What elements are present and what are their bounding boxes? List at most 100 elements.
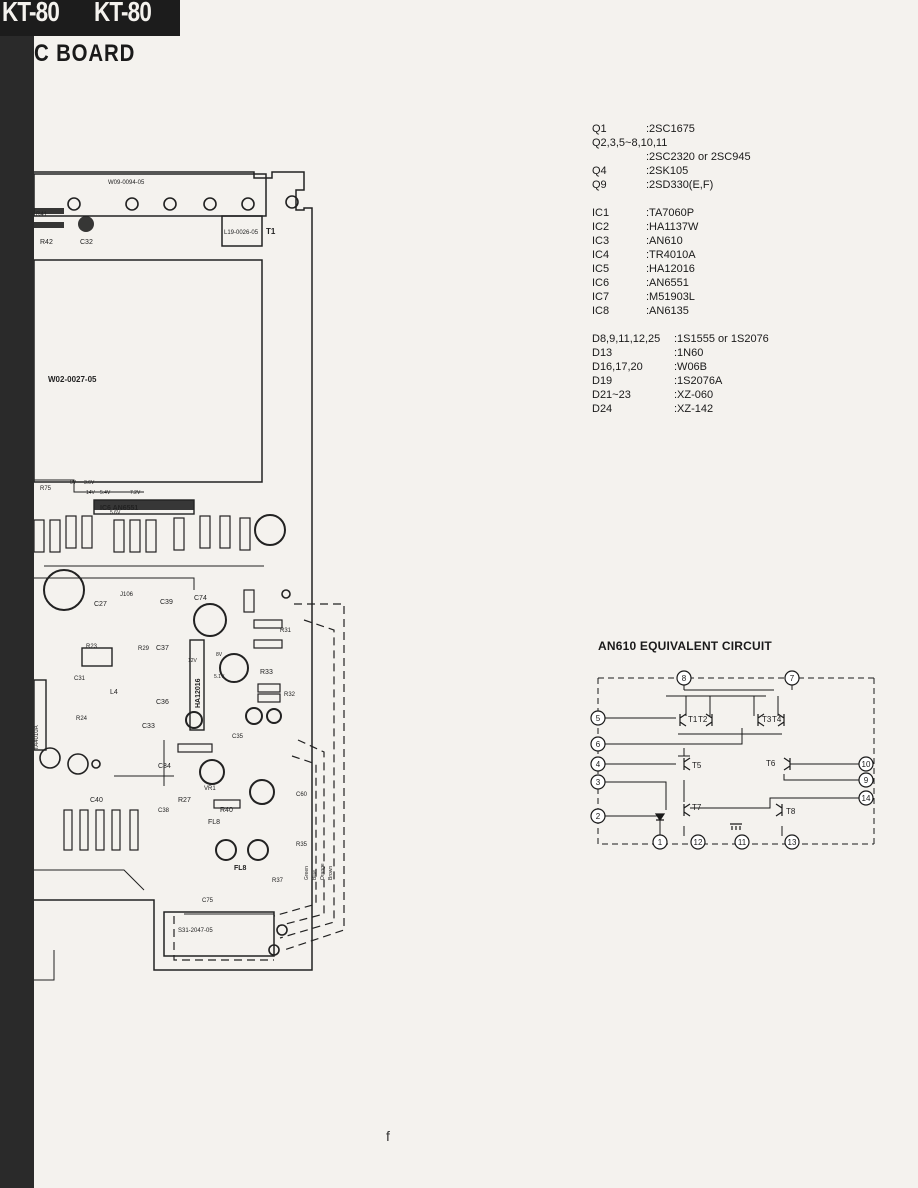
label-c60: C60 [296,792,308,798]
pin-circle [690,834,706,850]
part-value: :2SC1675 [646,123,695,135]
header-bar: KT-80 KT-80 [0,0,180,36]
label-l4: L4 [110,689,118,696]
part-reference: Q9 [592,179,607,191]
board-code-top: W09-0094-05 [108,180,145,186]
voltage-0v: 0V [70,480,77,486]
part-reference: IC6 [592,277,610,289]
part-value: :XZ-142 [674,403,714,415]
part-reference: D21~23 [592,389,631,401]
part-reference: D16,17,20 [592,361,643,373]
label-r23: R23 [86,644,98,650]
pin-number: 1 [658,838,663,847]
pin-circle [652,834,668,850]
equivalent-circuit-title: AN610 EQUIVALENT CIRCUIT [598,639,772,653]
label-r24: R24 [76,716,88,722]
transistor-label: T2 [698,715,708,724]
part-value: :AN6551 [646,277,689,289]
part-reference: Q4 [592,165,607,177]
part-reference: IC2 [592,221,610,233]
wire-blue: Blue [312,870,318,880]
wire-brown: Brown [328,866,334,880]
wire-orange: Orange [320,863,326,880]
pin-number: 13 [788,838,797,847]
part-reference: IC8 [592,305,610,317]
label-c39: C39 [160,599,173,606]
part-value: :AN610 [646,235,683,247]
part-value: :HA12016 [646,263,695,275]
pin-circle [784,670,800,686]
label-c38: C38 [158,808,170,814]
part-value: :XZ-060 [674,389,714,401]
part-value: :2SC2320 or 2SC945 [646,151,751,163]
part-reference: IC4 [592,249,610,261]
part-reference: Q1 [592,123,607,135]
transistor-label: T7 [692,803,702,812]
pin-number: 3 [596,778,601,787]
pin-circle [858,790,874,806]
transistor-label: T4 [772,715,782,724]
voltage-14v: 14V [86,490,96,496]
label-c36: C36 [156,699,169,706]
label-c32: C32 [80,239,93,246]
part-reference: D8,9,11,12,25 [592,333,661,345]
voltage-12v: 12V [188,658,198,664]
part-reference: IC1 [592,207,610,219]
label-vr1: VR1 [204,786,216,792]
pin-circle [858,772,874,788]
part-reference: IC7 [592,291,610,303]
label-fl8: FL8 [208,819,220,826]
pin-circle [590,774,606,790]
label-c40: C40 [90,797,103,804]
pin-number: 9 [864,776,869,785]
label-r35: R35 [296,842,308,848]
part-reference: D24 [592,403,613,415]
pin-circle [590,808,606,824]
label-c27: C27 [94,601,107,608]
voltage-5-4v: 5.4V [100,490,111,496]
label-c35: C35 [232,734,244,740]
pin-number: 5 [596,714,601,723]
label-c31: C31 [74,676,86,682]
pin-circle [590,756,606,772]
part-value: :TR4010A [646,249,696,261]
transistor-label: T1 [688,715,698,724]
label-r29: R29 [138,646,150,652]
label-c33: C33 [142,723,155,730]
pin-circle [858,756,874,772]
wire-green: Green [304,866,310,880]
pin-number: 4 [596,760,601,769]
pin-number: 8 [682,674,687,683]
pin-number: 10 [862,760,871,769]
part-value: :HA1137W [646,221,699,233]
pin-number: 7 [790,674,795,683]
pin-number: 6 [596,740,601,749]
pin-circle [590,710,606,726]
pin-number: 11 [738,838,747,847]
ic4-label: TA4010A [34,725,40,750]
pin-circle [734,834,750,850]
transistor-label: T3 [762,715,772,724]
label-r75: R75 [40,486,52,492]
part-value: :1S1555 or 1S2076 [674,333,769,345]
pcb-layout-diagram: W09-0094-05 L19-0026-05 T1 W02-0027-05 S… [34,171,345,981]
model-label-right: KT-80 [94,0,152,27]
label-c34: C34 [158,763,171,770]
part-reference: IC5 [592,263,610,275]
voltage-5-6v: 5.6V [110,510,121,516]
label-r37: R37 [272,878,284,884]
model-label-left: KT-80 [2,0,60,27]
ic5-label: HA12016 [195,678,202,708]
label-r32: R32 [284,692,296,698]
page-mark: f [386,1128,390,1144]
part-value: :1S2076A [674,375,723,387]
part-reference: D13 [592,347,613,359]
part-reference: D19 [592,375,613,387]
part-value: :W06B [674,361,708,373]
transformer-code: L19-0026-05 [224,230,259,236]
voltage-3-6v: 3.6V [84,480,95,486]
pin-circle [676,670,692,686]
label-j106: J106 [120,592,134,598]
label-c37: C37 [156,645,169,652]
part-value: :TA7060P [646,207,695,219]
